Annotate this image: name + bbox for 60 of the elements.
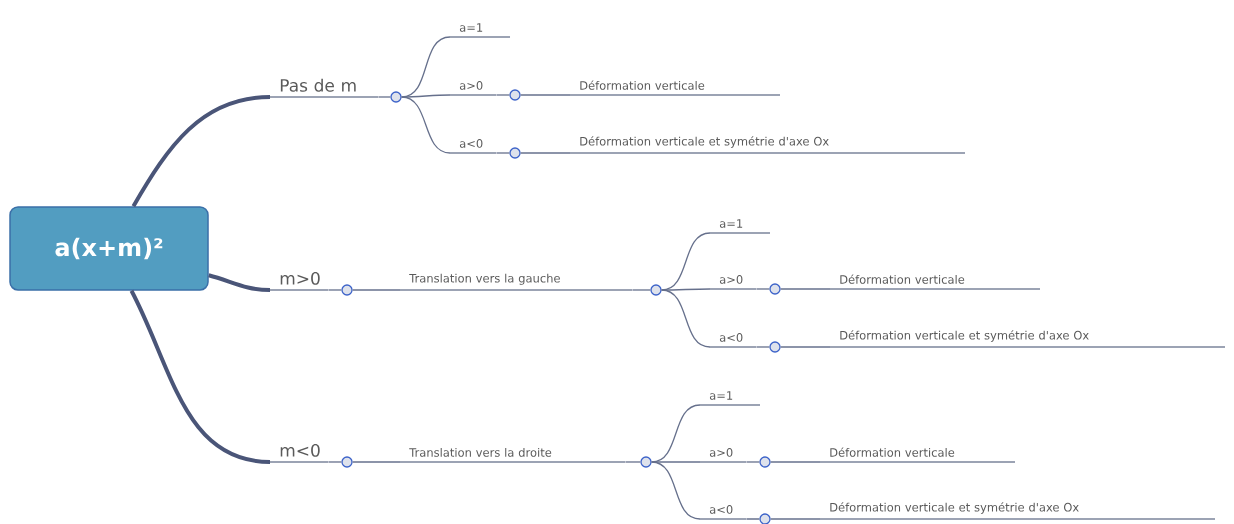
branch-line (352, 289, 401, 291)
branch-line (131, 95, 271, 208)
branch-line (745, 461, 760, 463)
branch-topic: a<0 (700, 505, 746, 521)
branch-line (520, 94, 571, 96)
branch-topic: m>0 (270, 271, 328, 292)
branch-topic: Déformation verticale et symétrie d'axe Ox (570, 136, 965, 155)
branch-line (327, 289, 342, 291)
branch-line (631, 289, 651, 291)
branch-line (495, 152, 510, 154)
branch-topic: Déformation verticale (830, 274, 1040, 291)
branch-line (129, 289, 271, 464)
branch-line (377, 96, 391, 98)
branch-point (341, 284, 353, 296)
branch-topic: a<0 (450, 139, 496, 155)
branch-topic: a>0 (710, 275, 756, 291)
branch-topic: a>0 (700, 448, 746, 464)
branch-line (780, 288, 831, 290)
branch-point (509, 147, 521, 159)
branch-topic: Déformation verticale et symétrie d'axe Ox (830, 330, 1225, 349)
branch-point (640, 456, 652, 468)
branch-line (520, 152, 571, 154)
branch-line (755, 346, 770, 348)
branch-line (651, 461, 701, 463)
branch-line (770, 518, 821, 520)
branch-line (352, 461, 401, 463)
branch-line (208, 273, 271, 292)
branch-point (759, 456, 771, 468)
branch-topic: Pas de m (270, 78, 378, 99)
root-box: a(x+m)² (9, 206, 209, 291)
branch-point (509, 89, 521, 101)
branch-point (769, 341, 781, 353)
branch-line (327, 461, 342, 463)
branch-line (651, 461, 701, 520)
branch-line (495, 94, 510, 96)
branch-topic: Déformation verticale (820, 447, 1015, 464)
branch-point (759, 513, 771, 524)
branch-line (770, 461, 821, 463)
branch-topic: Translation vers la droite (400, 447, 625, 464)
branch-topic: a=1 (700, 391, 760, 407)
branch-topic: Déformation verticale et symétrie d'axe Ox (820, 502, 1215, 521)
branch-topic: a>0 (450, 81, 496, 97)
branch-line (624, 461, 641, 463)
branch-topic: a=1 (710, 219, 770, 235)
branch-topic: Translation vers la gauche (400, 273, 632, 292)
branch-topic: a=1 (450, 23, 510, 39)
branch-line (661, 289, 711, 348)
branch-topic: a<0 (710, 333, 756, 349)
branch-point (390, 91, 402, 103)
branch-point (769, 283, 781, 295)
branch-line (401, 96, 451, 154)
branch-line (780, 346, 831, 348)
branch-line (745, 518, 760, 520)
branch-point (650, 284, 662, 296)
branch-line (661, 288, 711, 291)
branch-point (341, 456, 353, 468)
branch-topic: m<0 (270, 443, 328, 464)
branch-line (401, 94, 451, 98)
branch-line (755, 288, 770, 290)
branch-topic: Déformation verticale (570, 80, 780, 97)
